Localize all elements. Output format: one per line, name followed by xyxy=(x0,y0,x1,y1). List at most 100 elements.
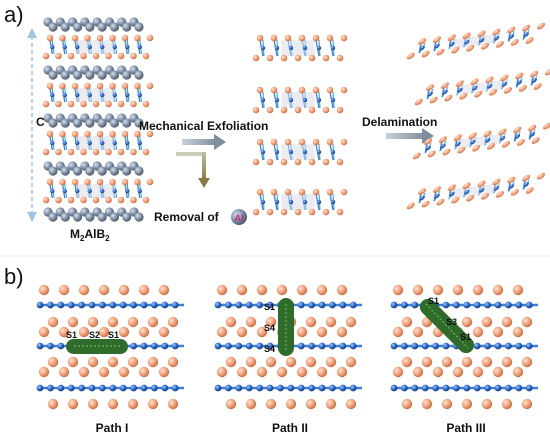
boron-atom xyxy=(274,149,280,155)
aluminum-atom xyxy=(122,70,132,80)
aluminum-atom xyxy=(97,118,107,128)
aluminum-atom xyxy=(109,166,120,176)
aluminum-atom xyxy=(60,166,70,176)
aluminum-atom xyxy=(85,166,95,176)
metal-atom xyxy=(71,178,79,186)
metal-atom xyxy=(507,176,516,184)
metal-atom xyxy=(146,82,154,90)
boron-atom xyxy=(112,92,117,98)
metal-atom xyxy=(109,178,116,186)
boron-atom xyxy=(256,342,263,350)
exfoliation-arrow xyxy=(182,134,226,150)
metal-atom xyxy=(432,186,441,193)
boron-atom xyxy=(50,188,55,194)
metal-atom xyxy=(265,398,277,410)
polyhedra-shade xyxy=(76,88,116,102)
boron-atom xyxy=(297,342,305,350)
metal-atom xyxy=(270,138,278,146)
delaminated-sheets xyxy=(406,22,550,210)
metal-atom xyxy=(58,366,70,378)
metal-atom xyxy=(481,356,493,368)
metal-atom xyxy=(401,398,413,410)
metal-atom xyxy=(130,52,137,60)
boron-atom xyxy=(288,149,294,155)
boron-atom xyxy=(87,188,92,194)
metal-atom xyxy=(308,208,316,216)
metal-atom xyxy=(542,122,550,130)
metal-atom xyxy=(67,356,79,368)
boron-atom xyxy=(75,140,80,146)
metal-atom xyxy=(256,326,268,338)
boron-atom xyxy=(453,384,460,392)
boron-atom xyxy=(288,199,294,205)
boron-atom xyxy=(171,384,179,392)
metal-atom xyxy=(105,100,112,108)
metal-atom xyxy=(216,326,228,338)
metal-atom xyxy=(298,86,306,94)
boron-atom xyxy=(508,34,515,39)
metal-atom xyxy=(429,96,438,104)
metal-atom xyxy=(256,138,264,146)
boron-atom xyxy=(62,44,67,50)
metal-atom xyxy=(457,146,466,154)
boron-atom xyxy=(50,92,55,98)
metal-atom xyxy=(474,90,483,98)
boron-atom xyxy=(515,301,523,309)
metal-atom xyxy=(121,130,129,138)
metal-atom xyxy=(92,52,100,60)
boron-atom xyxy=(62,140,67,146)
metal-atom xyxy=(117,196,125,204)
metal-atom xyxy=(305,316,317,328)
boron-atom xyxy=(329,342,336,350)
metal-atom xyxy=(67,196,75,204)
aluminum-atom xyxy=(97,212,107,222)
metal-atom xyxy=(42,100,50,108)
boride-slab xyxy=(42,130,154,156)
boron-atom xyxy=(225,301,232,309)
boron-atom xyxy=(308,301,315,309)
boron-atom xyxy=(36,384,44,392)
boron-atom xyxy=(88,384,96,392)
metal-atom xyxy=(80,100,87,108)
boron-atom xyxy=(88,301,96,309)
boron-atom xyxy=(316,199,322,205)
site-label: S1 xyxy=(108,330,119,340)
boron-atom xyxy=(434,43,440,49)
metal-atom xyxy=(117,100,125,108)
boron-atom xyxy=(302,149,308,155)
polyhedra-shade xyxy=(281,194,315,210)
aluminum-atom xyxy=(122,22,132,32)
metal-atom xyxy=(84,130,91,138)
metal-atom xyxy=(459,92,468,100)
metal-atom xyxy=(142,148,150,156)
metal-atom xyxy=(59,130,66,138)
boron-atom xyxy=(390,301,398,309)
metal-atom xyxy=(326,86,334,94)
metal-atom xyxy=(67,100,75,108)
metal-atom xyxy=(256,366,268,378)
metal-atom xyxy=(146,130,154,138)
boron-atom xyxy=(36,301,44,309)
boron-atom xyxy=(260,97,266,103)
boron-atom xyxy=(329,384,336,392)
boron-atom xyxy=(302,97,308,103)
boride-slab xyxy=(42,82,154,108)
boron-atom xyxy=(434,193,440,199)
metal-atom xyxy=(544,68,550,76)
metal-atom xyxy=(392,284,404,296)
metal-atom xyxy=(521,356,533,368)
boron-atom xyxy=(493,186,500,191)
metal-atom xyxy=(510,189,519,196)
boron-atom xyxy=(318,301,326,309)
metal-atom xyxy=(280,54,288,62)
metal-atom xyxy=(432,36,441,43)
boron-atom xyxy=(508,184,515,189)
metal-atom xyxy=(121,178,129,186)
panel-b-label: b) xyxy=(4,264,24,289)
aluminum-atom xyxy=(85,70,95,80)
metal-atom xyxy=(216,366,228,378)
boron-atom xyxy=(36,342,44,350)
boron-atom xyxy=(109,384,117,392)
aluminum-atom xyxy=(85,22,95,32)
aluminum-layer xyxy=(43,113,144,128)
